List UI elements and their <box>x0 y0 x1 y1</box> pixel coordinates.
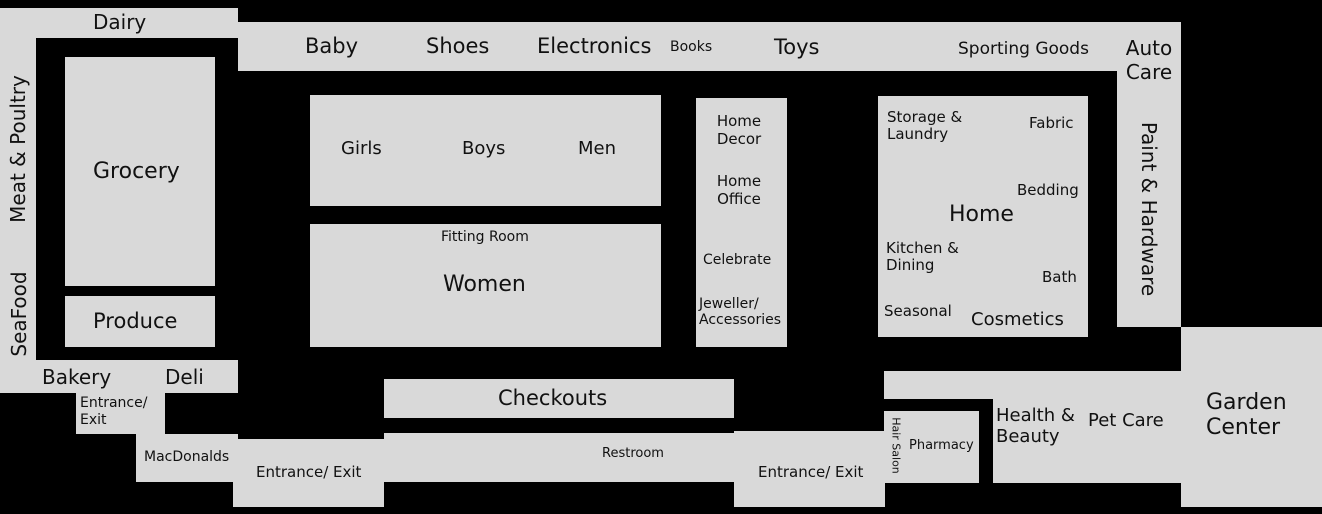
women-label: Women <box>443 272 526 297</box>
checkouts-label: Checkouts <box>498 386 608 410</box>
women-region <box>310 224 661 347</box>
right-strip-region <box>884 371 1181 399</box>
bath-label: Bath <box>1042 268 1077 286</box>
dairy-label: Dairy <box>93 10 147 34</box>
left-entrance-region <box>76 393 165 434</box>
dairy-region <box>0 8 238 38</box>
home-office-label: Home Office <box>716 172 762 208</box>
books-label: Books <box>670 39 713 55</box>
cosmetics-label: Cosmetics <box>971 309 1064 330</box>
bakery-label: Bakery <box>42 365 112 389</box>
produce-label: Produce <box>93 309 178 333</box>
shoes-label: Shoes <box>426 34 490 58</box>
hair-salon-region <box>884 411 909 483</box>
center-left-entrance-region <box>233 439 384 507</box>
pet-care-label: Pet Care <box>1088 410 1164 431</box>
meat-poultry-label: Meat & Poultry <box>6 75 30 223</box>
home-decor-column-region <box>696 98 787 347</box>
electronics-label: Electronics <box>537 34 652 58</box>
paint-hardware-label: Paint & Hardware <box>1137 121 1161 297</box>
bedding-label: Bedding <box>1017 181 1079 199</box>
left-wall-region <box>0 8 36 393</box>
kids-men-region <box>310 95 661 206</box>
auto-care-label: Auto Care <box>1125 36 1173 84</box>
seafood-label: SeaFood <box>7 271 31 357</box>
bakery-deli-region <box>0 360 238 393</box>
fitting-room-label: Fitting Room <box>441 229 529 245</box>
produce-region <box>65 296 215 347</box>
center-right-entrance-label: Entrance/ Exit <box>758 463 864 481</box>
pharmacy-label: Pharmacy <box>909 438 974 453</box>
center-left-entrance-label: Entrance/ Exit <box>256 463 362 481</box>
home-region <box>878 96 1088 337</box>
restroom-region <box>384 433 734 482</box>
sporting-goods-label: Sporting Goods <box>958 39 1089 59</box>
deli-label: Deli <box>165 365 204 389</box>
grocery-region <box>65 57 215 286</box>
fabric-label: Fabric <box>1029 114 1074 132</box>
men-label: Men <box>578 138 617 159</box>
celebrate-label: Celebrate <box>703 252 772 268</box>
kitchen-dining-label: Kitchen & Dining <box>886 239 959 275</box>
boys-label: Boys <box>462 138 506 159</box>
toys-label: Toys <box>774 35 820 59</box>
health-pet-region <box>993 399 1181 483</box>
macdonalds-region <box>136 434 238 482</box>
left-entrance-label: Entrance/ Exit <box>80 395 148 428</box>
top-aisle-region <box>238 22 1181 71</box>
baby-label: Baby <box>305 34 359 58</box>
restroom-label: Restroom <box>602 446 664 461</box>
pharmacy-region <box>909 411 979 483</box>
checkouts-region <box>384 379 734 418</box>
home-label: Home <box>949 202 1014 227</box>
health-beauty-label: Health & Beauty <box>996 405 1075 447</box>
seasonal-label: Seasonal <box>884 302 952 320</box>
jewellery-label: Jeweller/ Accessories <box>699 296 782 329</box>
storage-laundry-label: Storage & Laundry <box>887 108 963 144</box>
grocery-label: Grocery <box>93 159 180 184</box>
garden-center-region <box>1181 327 1322 507</box>
center-right-entrance-region <box>734 431 885 507</box>
right-wall-region <box>1117 22 1181 327</box>
garden-center-label: Garden Center <box>1206 390 1287 441</box>
macdonalds-label: MacDonalds <box>144 449 230 465</box>
hair-salon-label: Hair Salon <box>889 417 903 474</box>
home-decor-label: Home Decor <box>716 112 762 148</box>
girls-label: Girls <box>341 138 382 159</box>
